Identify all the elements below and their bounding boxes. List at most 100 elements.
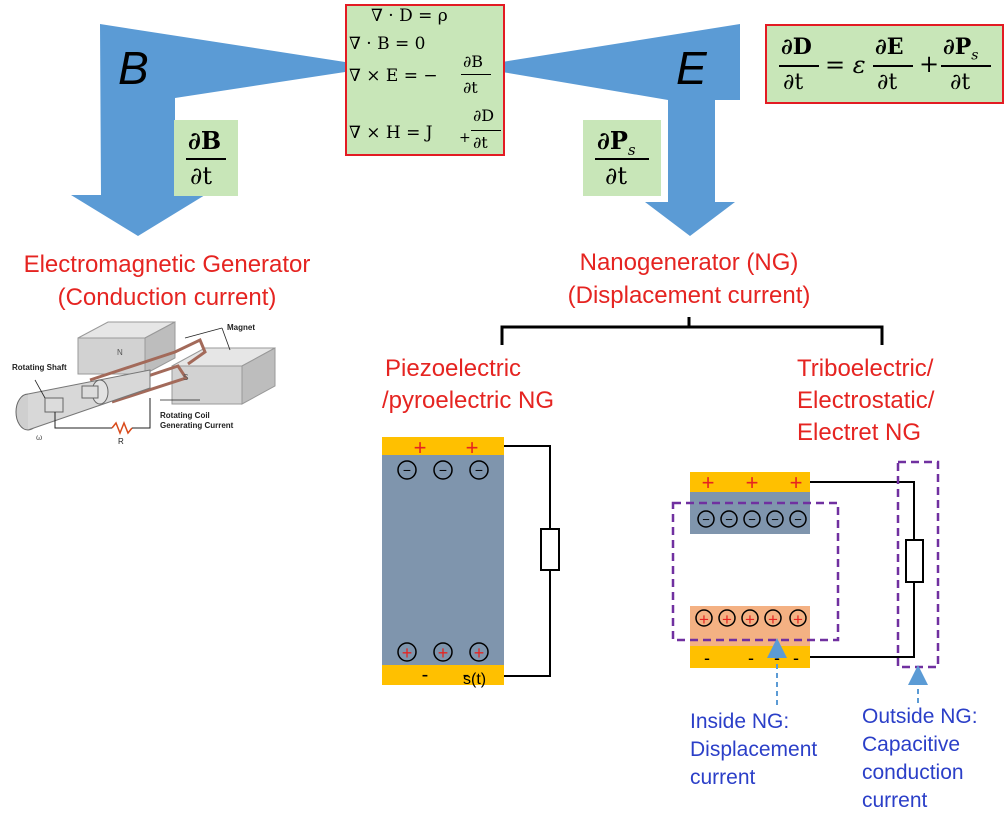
deq-rhs-num: ∂Ps bbox=[943, 34, 978, 63]
resistor-label: R bbox=[118, 437, 124, 446]
tribo-pos-4: + bbox=[768, 610, 778, 629]
piezo-negative-charges bbox=[397, 460, 489, 480]
tribo-pos-3: + bbox=[745, 610, 755, 629]
deq-plus: + bbox=[919, 50, 940, 78]
deq-rhs-bar bbox=[941, 65, 991, 67]
piezo-pos-3: + bbox=[474, 643, 485, 663]
displacement-equation-box: ∂D ∂t = ε ∂E ∂t + ∂Ps ∂t bbox=[765, 24, 1004, 104]
maxwell-eq-3-num: ∂B bbox=[463, 52, 484, 71]
dps-dt-num-text: ∂P bbox=[597, 126, 628, 155]
tribo-top-plus-1: + bbox=[702, 470, 715, 495]
deq-rhs-num-text: ∂P bbox=[943, 34, 972, 60]
outside-note-line1: Outside NG: bbox=[862, 705, 978, 728]
left-funnel-arrow bbox=[71, 24, 345, 236]
db-dt-den: ∂t bbox=[190, 162, 213, 190]
dps-dt-den: ∂t bbox=[605, 162, 628, 190]
tribo-negative-charges bbox=[697, 510, 807, 528]
maxwell-eq-4-bar bbox=[471, 130, 501, 131]
tribo-pos-1: + bbox=[699, 610, 709, 629]
piezo-load-resistor bbox=[540, 528, 560, 571]
maxwell-eq-3-bar bbox=[461, 74, 491, 75]
outside-note-line3: conduction bbox=[862, 761, 964, 784]
maxwell-eq-1: ∇ · D = ρ bbox=[371, 6, 448, 26]
inside-note-line2: Displacement bbox=[690, 738, 817, 761]
outside-note-line4: current bbox=[862, 789, 928, 812]
tribo-neg-4: − bbox=[771, 512, 779, 527]
deq-mid-den: ∂t bbox=[877, 70, 898, 95]
maxwell-eq-3: ∇ × E = − bbox=[349, 66, 438, 86]
piezo-label-line2: /pyroelectric NG bbox=[382, 387, 554, 414]
tribo-pos-2: + bbox=[722, 610, 732, 629]
maxwell-eq-4: ∇ × H = J bbox=[349, 123, 433, 143]
tribo-neg-2: − bbox=[725, 512, 733, 527]
right-arrow-letter: E bbox=[676, 42, 708, 94]
piezo-neg-3: − bbox=[475, 462, 483, 478]
left-arrow-letter: B bbox=[118, 42, 149, 94]
db-dt-num: ∂B bbox=[188, 126, 221, 155]
maxwell-eq-2: ∇ · B = 0 bbox=[349, 34, 426, 54]
piezo-positive-charges bbox=[397, 642, 489, 662]
piezo-s-label: s(t) bbox=[463, 671, 486, 688]
db-dt-num-text: ∂B bbox=[188, 126, 222, 155]
magnet-label: Magnet bbox=[227, 323, 255, 332]
piezo-neg-2: − bbox=[439, 462, 447, 478]
deq-mid-num: ∂E bbox=[875, 34, 904, 60]
maxwell-eq-4-den: ∂t bbox=[473, 133, 488, 152]
db-dt-box: ∂B ∂t bbox=[174, 120, 238, 196]
piezo-top-plus-2: + bbox=[466, 435, 479, 460]
tribo-label-line1: Triboelectric/ bbox=[797, 355, 934, 382]
tribo-top-plus-2: + bbox=[746, 470, 759, 495]
piezo-bottom-minus-2: - bbox=[463, 664, 470, 686]
deq-lhs-num: ∂D bbox=[781, 34, 812, 60]
ng-bracket bbox=[500, 317, 884, 345]
maxwell-equations-box: ∇ · D = ρ ∇ · B = 0 ∇ × E = − ∂B ∂t ∇ × … bbox=[345, 4, 505, 156]
em-generator-illustration bbox=[15, 321, 276, 436]
db-dt-bar bbox=[186, 158, 226, 160]
deq-mid-bar bbox=[873, 65, 913, 67]
ng-subtitle: (Displacement current) bbox=[568, 282, 811, 309]
piezo-neg-1: − bbox=[403, 462, 411, 478]
tribo-bottom-minus-3: - bbox=[774, 648, 780, 668]
deq-lhs-den: ∂t bbox=[783, 70, 804, 95]
piezo-top-plus-1: + bbox=[414, 435, 427, 460]
tribo-ng-device bbox=[671, 460, 940, 705]
em-generator-subtitle: (Conduction current) bbox=[58, 284, 277, 311]
ng-title: Nanogenerator (NG) bbox=[580, 249, 799, 276]
tribo-pos-5: + bbox=[793, 610, 803, 629]
coil-label-line2: Generating Current bbox=[160, 421, 234, 430]
tribo-bottom-minus-1: - bbox=[704, 648, 710, 668]
maxwell-eq-4-plus: + bbox=[459, 130, 471, 146]
tribo-bottom-minus-4: - bbox=[793, 648, 799, 668]
s-pole-label: S bbox=[183, 373, 188, 382]
right-funnel-arrow bbox=[502, 24, 740, 236]
dps-dt-sub: s bbox=[627, 140, 636, 159]
dps-dt-num: ∂Ps bbox=[597, 126, 636, 159]
piezo-label-line1: Piezoelectric bbox=[385, 355, 521, 382]
tribo-positive-charges bbox=[695, 609, 807, 627]
piezo-bottom-minus-1: - bbox=[422, 664, 429, 686]
deq-eq: = ε bbox=[825, 51, 866, 79]
piezo-pos-2: + bbox=[438, 643, 449, 663]
dps-dt-box: ∂Ps ∂t bbox=[583, 120, 661, 196]
inside-note-line1: Inside NG: bbox=[690, 710, 789, 733]
shaft-label: Rotating Shaft bbox=[12, 363, 67, 372]
em-generator-title: Electromagnetic Generator bbox=[24, 251, 311, 278]
inside-ng-dashed-box bbox=[671, 501, 840, 642]
tribo-label-line3: Electret NG bbox=[797, 419, 921, 446]
deq-lhs-num-text: ∂D bbox=[781, 34, 812, 60]
tribo-bottom-minus-2: - bbox=[748, 648, 754, 668]
outside-note-line2: Capacitive bbox=[862, 733, 960, 756]
coil-label-line1: Rotating Coil bbox=[160, 411, 210, 420]
omega-label: ω bbox=[36, 433, 42, 442]
deq-lhs-bar bbox=[779, 65, 819, 67]
maxwell-eq-4-num: ∂D bbox=[473, 106, 495, 125]
inside-note-line3: current bbox=[690, 766, 756, 789]
n-pole-label: N bbox=[117, 348, 123, 357]
piezo-ng-device bbox=[382, 437, 560, 685]
tribo-neg-3: − bbox=[748, 512, 756, 527]
tribo-neg-5: − bbox=[794, 512, 802, 527]
dps-dt-bar bbox=[595, 158, 649, 160]
tribo-top-plus-3: + bbox=[790, 470, 803, 495]
tribo-neg-1: − bbox=[702, 512, 710, 527]
